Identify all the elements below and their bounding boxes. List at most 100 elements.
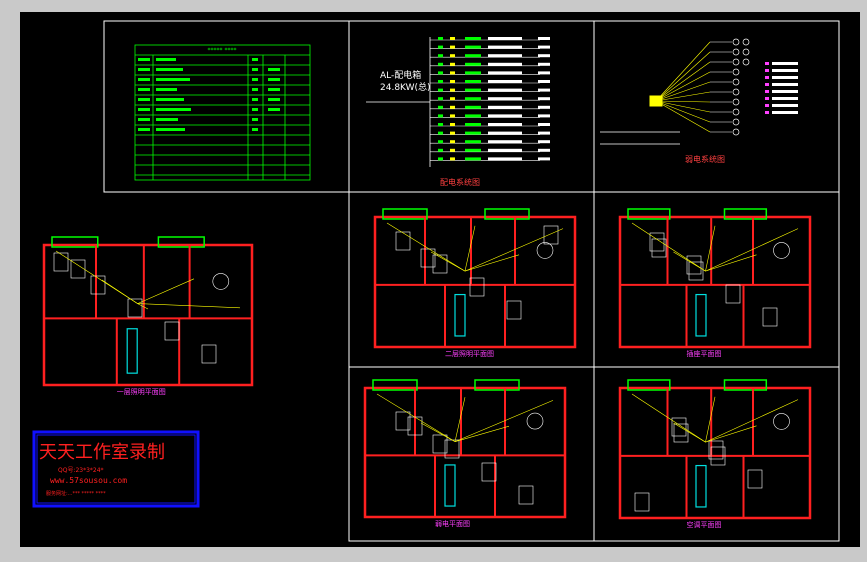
balcony xyxy=(484,208,530,220)
circuit-label-mark xyxy=(488,37,522,40)
circuit-label-mark xyxy=(488,114,522,118)
table-cell-mark xyxy=(156,78,190,81)
furniture xyxy=(201,344,217,364)
table-cell-mark xyxy=(156,58,176,61)
table-cell-mark xyxy=(138,128,150,131)
wire xyxy=(454,400,554,442)
weak-branch xyxy=(655,51,711,102)
plan-caption: 空调平面图 xyxy=(687,520,722,529)
studio-logo xyxy=(32,430,200,508)
furniture xyxy=(127,298,143,318)
circuit-label-mark xyxy=(488,62,522,66)
circuit-label-mark xyxy=(465,71,481,75)
weak-branch xyxy=(655,100,711,103)
distribution-caption: 配电系统图 xyxy=(440,177,480,187)
balcony xyxy=(627,379,671,391)
breaker-mark xyxy=(450,148,455,152)
dining-table xyxy=(526,412,544,430)
balcony xyxy=(157,236,205,248)
plan-right-bottom-frame xyxy=(593,366,840,542)
circuit-label-mark xyxy=(488,105,522,109)
weak-branch xyxy=(655,100,711,123)
circuit-label-mark xyxy=(465,148,481,152)
stair xyxy=(695,464,707,508)
legend-label-mark xyxy=(772,90,798,93)
circuit-label-mark xyxy=(488,131,522,135)
legend-label-mark xyxy=(772,69,798,72)
circuit-label-mark xyxy=(465,114,481,118)
breaker-mark xyxy=(438,88,443,92)
cad-viewport[interactable]: ***** **** AL-配电箱 24.8KW(总) 配电系统图 弱电系统图 … xyxy=(20,12,860,547)
table-cell-mark xyxy=(138,118,150,121)
circuit-label-mark xyxy=(538,80,550,83)
table-cell-mark xyxy=(138,68,150,71)
outer-wall xyxy=(618,215,812,349)
material-table xyxy=(134,44,311,181)
legend-swatch xyxy=(765,83,769,86)
wire xyxy=(705,254,757,272)
plan-mid-bottom-frame xyxy=(348,366,595,542)
logo-title: 天天工作室录制 xyxy=(39,442,165,463)
circuit-label-mark xyxy=(538,114,550,118)
furniture xyxy=(432,254,448,274)
logo-service: 服务网址:...*** ***** **** xyxy=(46,490,106,497)
legend-label-mark xyxy=(772,104,798,107)
outlet-icon xyxy=(742,58,750,66)
dining-table xyxy=(773,413,790,430)
circuit-label-mark xyxy=(538,71,550,75)
breaker-mark xyxy=(438,114,443,118)
furniture xyxy=(70,259,86,279)
outer-wall xyxy=(363,386,567,519)
furniture xyxy=(762,307,778,327)
circuit-label-mark xyxy=(488,97,522,101)
circuit-label-mark xyxy=(538,148,550,152)
furniture xyxy=(395,411,411,431)
dining-table xyxy=(536,242,554,259)
weak-branch xyxy=(655,91,711,102)
circuit-label-mark xyxy=(538,123,550,126)
furniture xyxy=(469,277,485,297)
balcony xyxy=(372,379,418,391)
plan-left: 一层照明平面图 xyxy=(42,236,254,396)
table-cell-mark xyxy=(156,98,184,101)
furniture xyxy=(481,462,497,482)
circuit-label-mark xyxy=(465,123,481,126)
table-cell-mark xyxy=(252,78,258,81)
stair xyxy=(126,328,138,374)
breaker-mark xyxy=(450,97,455,101)
breaker-mark xyxy=(450,80,455,83)
breaker-mark xyxy=(450,157,455,161)
logo-qq: QQ号:23*3*24* xyxy=(58,467,104,474)
wire xyxy=(705,425,757,443)
wire xyxy=(430,251,466,272)
plan-mid-bottom: 弱电平面图 xyxy=(363,379,567,528)
furniture xyxy=(671,417,687,437)
furniture xyxy=(673,423,689,443)
breaker-mark xyxy=(438,37,443,40)
circuit-label-mark xyxy=(538,97,550,101)
furniture xyxy=(90,275,106,295)
circuit-label-mark xyxy=(465,54,481,58)
circuit-label-mark xyxy=(488,71,522,75)
circuit-label-mark xyxy=(488,80,522,83)
dining-table xyxy=(212,273,230,290)
plan-caption: 一层照明平面图 xyxy=(117,388,166,396)
weak-panel-frame xyxy=(593,20,840,193)
plan-right-bottom: 空调平面图 xyxy=(618,379,812,529)
table-cell-mark xyxy=(252,88,258,91)
wire xyxy=(705,399,799,443)
wire xyxy=(464,228,564,272)
balcony xyxy=(723,208,768,220)
breaker-mark xyxy=(450,114,455,118)
circuit-label-mark xyxy=(465,88,481,92)
plan-right-top: 插座平面图 xyxy=(618,208,812,358)
weak-branch xyxy=(655,81,711,102)
outer-wall xyxy=(42,243,254,387)
circuit-label-mark xyxy=(538,88,550,92)
breaker-mark xyxy=(438,45,443,49)
breaker-mark xyxy=(438,62,443,66)
circuit-label-mark xyxy=(465,62,481,66)
table-cell-mark xyxy=(268,68,280,71)
plan-mid-top: 二层照明平面图 xyxy=(373,208,577,358)
circuit-label-mark xyxy=(538,105,550,109)
